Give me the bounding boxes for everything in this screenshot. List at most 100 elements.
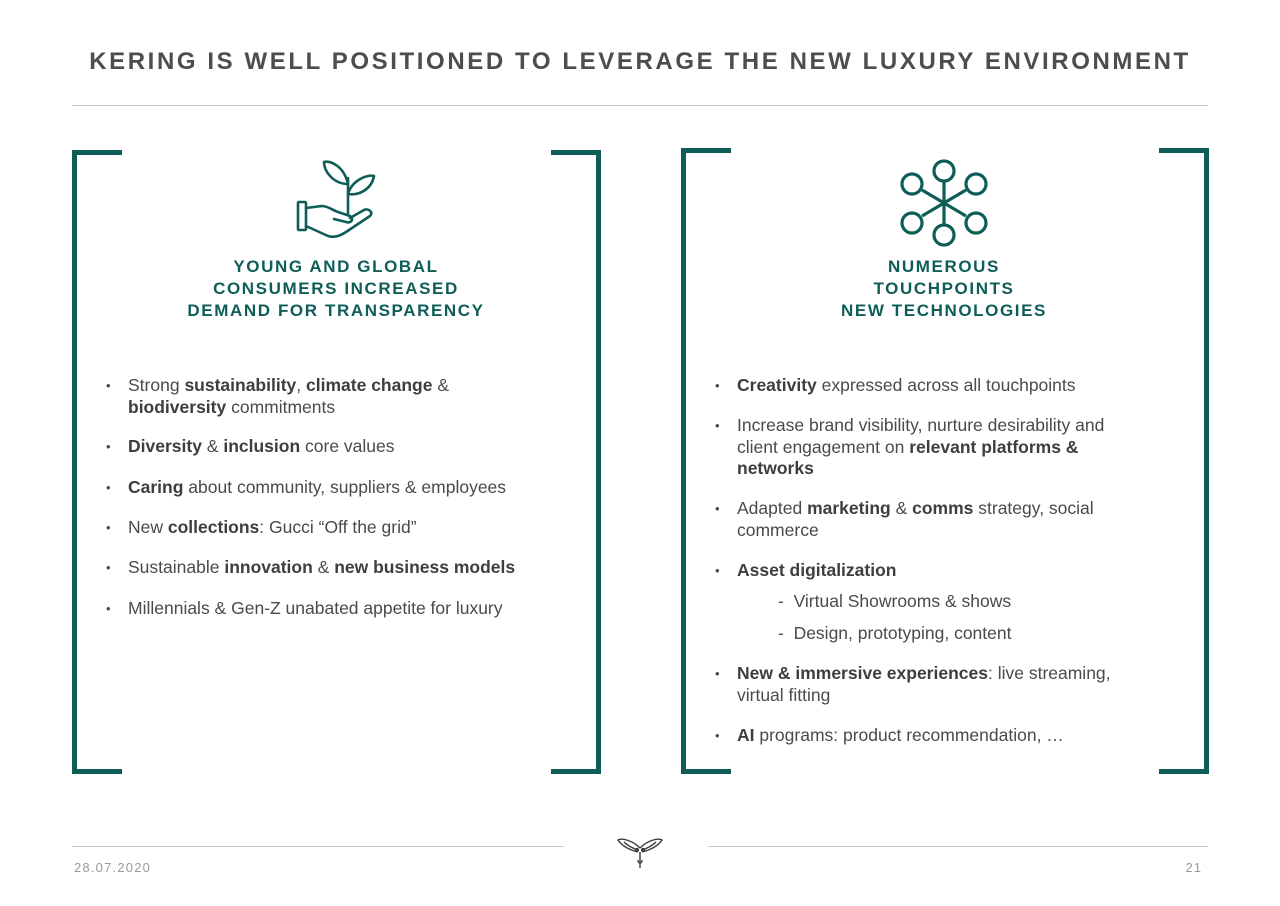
bold-text: New & immersive experiences <box>737 663 988 683</box>
left-heading-line-2: CONSUMERS INCREASED <box>213 279 459 298</box>
bold-text: sustainability <box>184 375 297 395</box>
list-item: • New collections: Gucci “Off the grid” <box>106 517 417 539</box>
right-panel-heading: NUMEROUS TOUCHPOINTS NEW TECHNOLOGIES <box>744 256 1144 322</box>
footer-divider-left <box>72 846 564 847</box>
hand-with-sprout-icon <box>292 156 382 244</box>
text: virtual fitting <box>737 684 831 705</box>
bold-text: relevant platforms & <box>909 436 1079 457</box>
bullet-line: Caring about community, suppliers & empl… <box>128 477 506 499</box>
text: client engagement on <box>737 436 910 457</box>
bold-text: collections <box>167 517 260 537</box>
right-heading-line-1: NUMEROUS <box>888 257 1000 276</box>
text: core values <box>300 436 395 456</box>
bullet-line: AI programs: product recommendation, … <box>737 725 1064 747</box>
text: : live streaming, <box>987 663 1111 683</box>
text: & <box>890 498 913 518</box>
left-panel-heading: YOUNG AND GLOBAL CONSUMERS INCREASED DEM… <box>136 256 536 322</box>
list-item: • Strong sustainability, climate change &… <box>106 375 449 418</box>
bullet-line: Diversity & inclusion core values <box>128 436 395 458</box>
bullet-line: New collections: Gucci “Off the grid” <box>128 517 417 539</box>
bold-text: AI <box>737 725 755 745</box>
title-divider <box>72 105 1208 106</box>
list-item: • Millennials & Gen-Z unabated appetite f… <box>106 598 503 620</box>
bullet-dot: • <box>106 480 111 495</box>
bold-text: new business models <box>334 557 516 577</box>
bullet-dot: • <box>715 378 720 393</box>
text: & <box>201 436 224 456</box>
bold-text: biodiversity <box>128 396 227 417</box>
text: , <box>296 375 307 395</box>
bullet-line: Adapted marketing & comms strategy, soci… <box>737 498 1094 520</box>
bullet-dot: • <box>106 520 111 535</box>
right-heading-line-3: NEW TECHNOLOGIES <box>841 301 1047 320</box>
bullet-dot: • <box>715 666 720 681</box>
text: Millennials & Gen-Z unabated appetite fo… <box>128 598 503 618</box>
text: strategy, social <box>973 498 1094 518</box>
right-panel-left-bracket <box>681 148 733 774</box>
bold-text: Asset digitalization <box>737 560 897 580</box>
bold-text: Caring <box>128 477 184 497</box>
text: Increase brand visibility, nurture desir… <box>737 415 1105 435</box>
bullet-line: Creativity expressed across all touchpoi… <box>737 375 1076 397</box>
list-item: • Creativity expressed across all touchpo… <box>715 375 1076 397</box>
sub-list-item: - Design, prototyping, content <box>778 623 1012 643</box>
text: New <box>128 517 168 537</box>
list-item: • Sustainable innovation & new business m… <box>106 557 515 579</box>
text: & <box>312 557 335 577</box>
page-number: 21 <box>1185 860 1202 875</box>
bullet-dot: • <box>715 563 720 578</box>
left-panel-right-bracket <box>549 150 601 774</box>
bullet-line: Millennials & Gen-Z unabated appetite fo… <box>128 598 503 620</box>
bullet-line: client engagement on relevant platforms … <box>737 437 1104 459</box>
text: Sustainable <box>128 557 225 577</box>
text: Strong <box>128 375 185 395</box>
list-item: • Caring about community, suppliers & emp… <box>106 477 506 499</box>
footer-divider-right <box>708 846 1208 847</box>
bullet-dot: • <box>106 439 111 454</box>
list-item: • New & immersive experiences: live strea… <box>715 663 1111 706</box>
bullet-dot: • <box>106 378 111 393</box>
list-item: • Increase brand visibility, nurture desi… <box>715 415 1104 480</box>
list-item: • Adapted marketing & comms strategy, soc… <box>715 498 1094 541</box>
bullet-dot: • <box>715 728 720 743</box>
text: commitments <box>226 396 336 417</box>
page-title: KERING IS WELL POSITIONED TO LEVERAGE TH… <box>89 48 1191 75</box>
bold-text: marketing <box>807 498 891 518</box>
bullet-line: networks <box>737 458 1104 480</box>
list-item: • AI programs: product recommendation, … <box>715 725 1064 747</box>
list-item: • Asset digitalization <box>715 560 896 582</box>
bold-text: comms <box>912 498 974 518</box>
kering-owl-logo <box>616 836 664 870</box>
network-nodes-icon <box>896 157 992 249</box>
bullet-line: Increase brand visibility, nurture desir… <box>737 415 1104 437</box>
left-heading-line-3: DEMAND FOR TRANSPARENCY <box>187 301 485 320</box>
bold-text: Creativity <box>737 375 817 395</box>
text: commerce <box>737 519 819 540</box>
bold-text: inclusion <box>223 436 301 456</box>
text: about community, suppliers & employees <box>183 477 507 497</box>
sub-list-item: - Virtual Showrooms & shows <box>778 591 1012 611</box>
list-item: • Diversity & inclusion core values <box>106 436 395 458</box>
bullet-line: biodiversity commitments <box>128 397 449 419</box>
bullet-dot: • <box>106 560 111 575</box>
text: programs: product recommendation, … <box>754 725 1064 745</box>
bullet-line: Strong sustainability, climate change & <box>128 375 449 397</box>
text: & <box>432 375 450 395</box>
text: Adapted <box>737 498 808 518</box>
bold-text: Diversity <box>128 436 202 456</box>
text: expressed across all touchpoints <box>816 375 1076 395</box>
bullet-line: Asset digitalization <box>737 560 896 582</box>
bold-text: climate change <box>306 375 433 395</box>
footer-date: 28.07.2020 <box>74 860 152 875</box>
bullet-line: virtual fitting <box>737 685 1111 707</box>
right-panel-right-bracket <box>1157 148 1209 774</box>
bullet-dot: • <box>715 418 720 433</box>
bullet-dot: • <box>715 501 720 516</box>
left-heading-line-1: YOUNG AND GLOBAL <box>233 257 439 276</box>
bullet-line: New & immersive experiences: live stream… <box>737 663 1111 685</box>
right-heading-line-2: TOUCHPOINTS <box>873 279 1015 298</box>
bullet-dot: • <box>106 601 111 616</box>
text: : Gucci “Off the grid” <box>259 517 417 537</box>
bullet-line: Sustainable innovation & new business mo… <box>128 557 515 579</box>
left-panel-left-bracket <box>72 150 124 774</box>
